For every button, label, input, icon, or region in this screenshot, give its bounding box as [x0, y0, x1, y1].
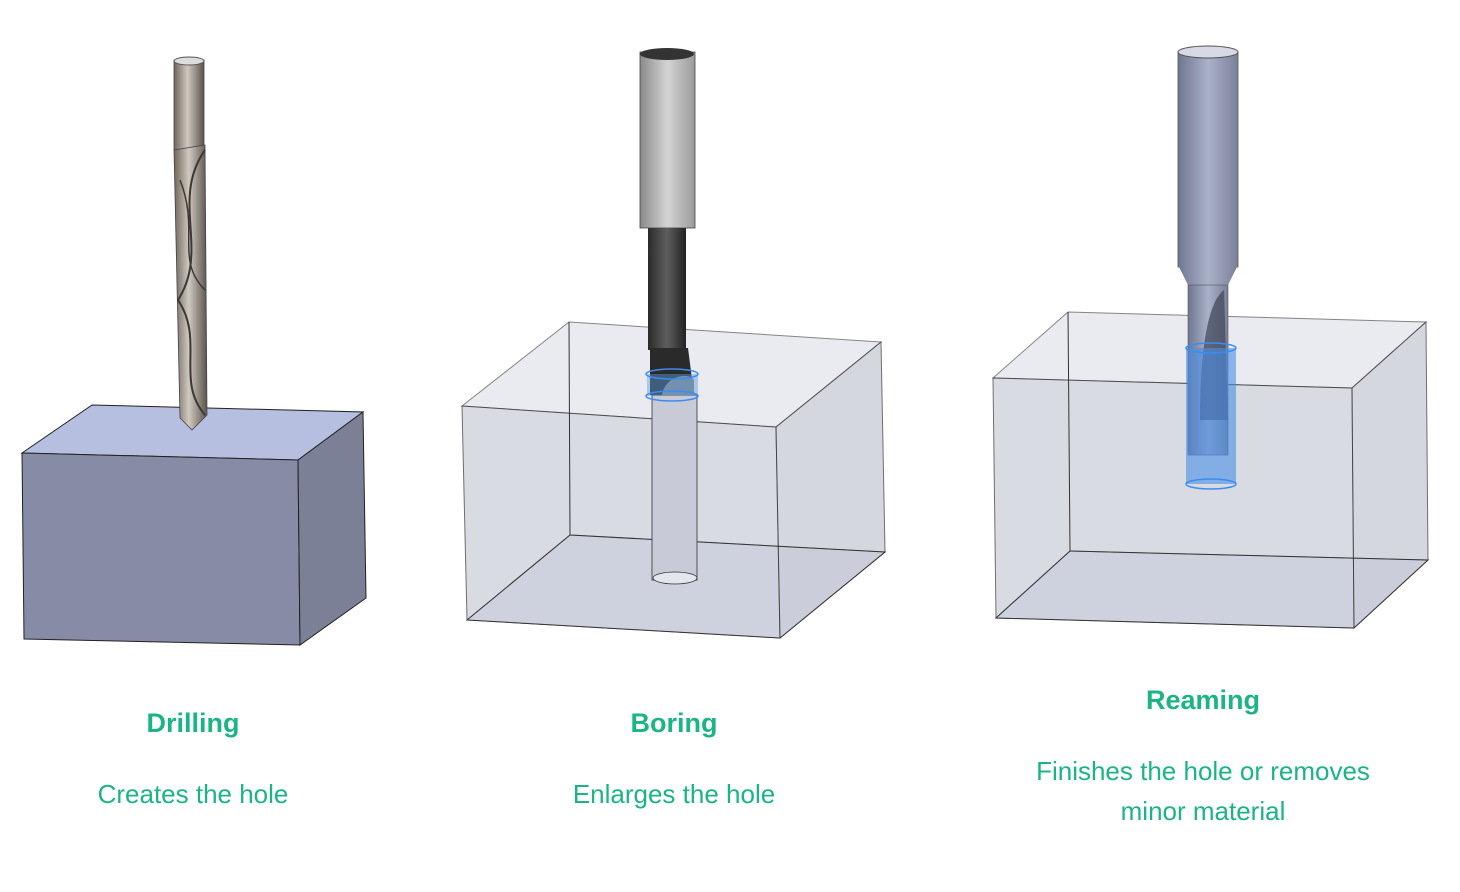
reaming-cut-highlight	[1185, 342, 1237, 490]
drilling-description: Creates the hole	[97, 779, 289, 809]
reaming-description-line1: Finishes the hole or removes	[1036, 756, 1370, 786]
drilling-title: Drilling	[146, 708, 240, 738]
drilling-workpiece	[20, 404, 367, 646]
reaming-description-line2: minor material	[1120, 796, 1286, 826]
boring-cut-highlight	[645, 368, 699, 402]
reaming-title: Reaming	[1145, 685, 1261, 715]
boring-description: Enlarges the hole	[572, 779, 776, 809]
boring-title: Boring	[630, 708, 718, 738]
twist-drill-icon	[173, 56, 208, 431]
bored-hole	[651, 394, 698, 585]
boring-bar-icon	[639, 48, 696, 395]
